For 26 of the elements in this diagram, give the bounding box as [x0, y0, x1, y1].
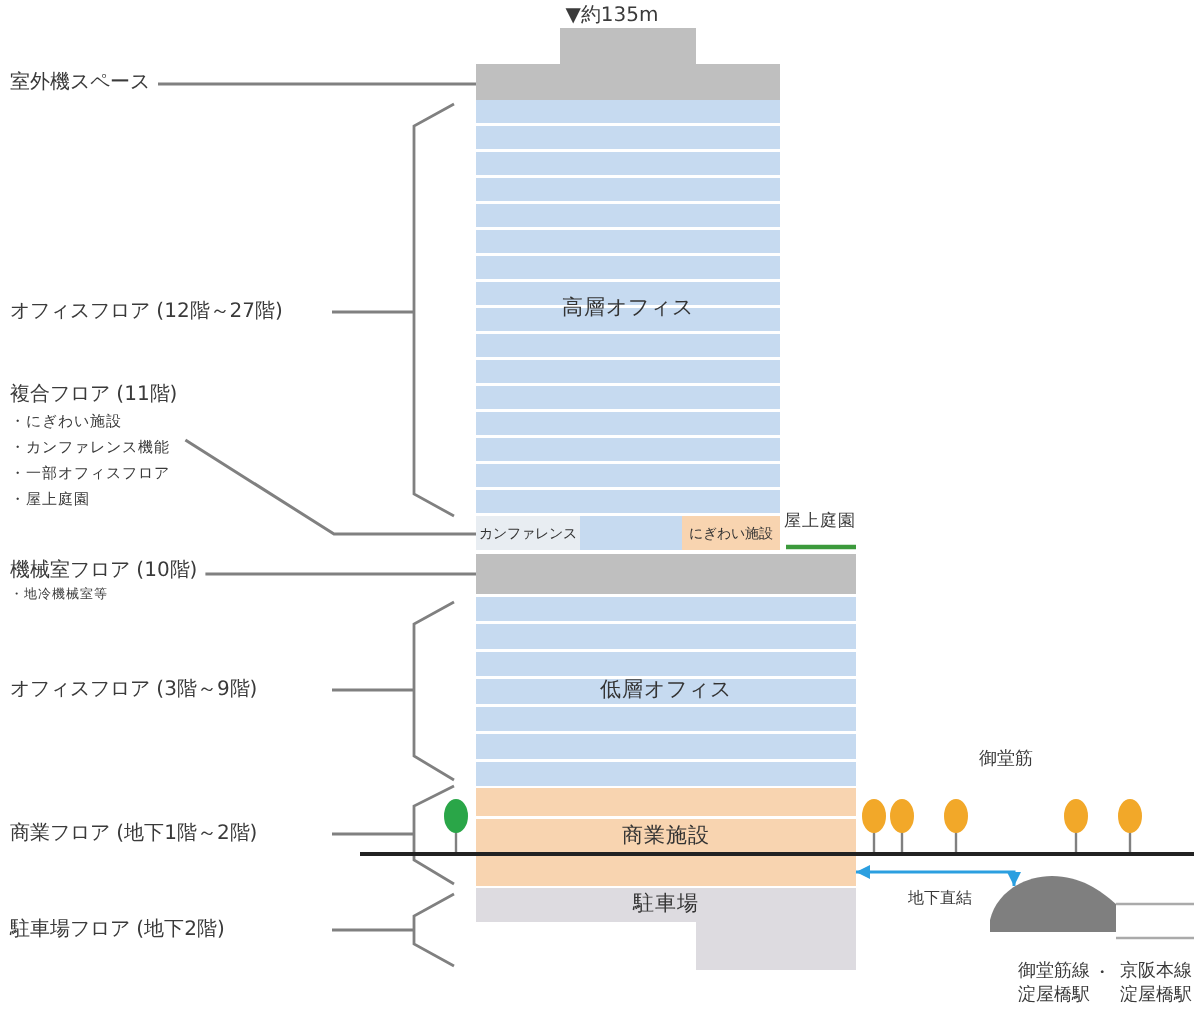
edge-label: 地下直結 — [906, 888, 974, 908]
separator-mark: ・ — [1093, 963, 1111, 985]
floor-label: 複合フロア (11階) — [10, 384, 178, 408]
station-label: 御堂筋線淀屋橋駅 — [1017, 962, 1091, 1009]
floor-label: 駐車場フロア (地下2階) — [10, 918, 225, 942]
floor-label: 商業フロア (地下1階～2階) — [10, 822, 258, 846]
station-label: 京阪本線淀屋橋駅 — [1119, 962, 1193, 1009]
arrow — [856, 865, 1021, 886]
floor-band: 低層オフィス — [476, 594, 856, 786]
height-label: ▼約135m — [565, 4, 659, 28]
floor-band: 高層オフィス — [476, 100, 780, 516]
floor-band — [476, 554, 856, 594]
floor-label: オフィスフロア (3階～9階) — [10, 678, 258, 702]
roof-band — [476, 64, 780, 100]
floor-label: オフィスフロア (12階～27階) — [10, 300, 283, 324]
leader-line — [158, 82, 476, 86]
leader-line — [184, 438, 476, 536]
leader-line — [205, 572, 476, 576]
parking-band: 駐車場 — [476, 888, 856, 970]
area-label: 屋上庭園 — [784, 514, 856, 534]
floor-label: 機械室フロア (10階) — [10, 560, 198, 584]
floor-row — [476, 516, 780, 550]
mound-shape — [990, 876, 1116, 932]
street-label: 御堂筋 — [979, 749, 1033, 771]
floor-band: 商業施設 — [476, 786, 856, 886]
floor-label: 室外機スペース — [10, 72, 150, 96]
